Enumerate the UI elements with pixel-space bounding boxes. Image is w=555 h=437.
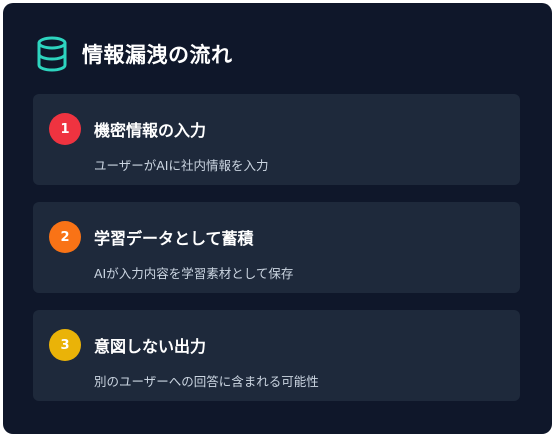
step-card-2: 2 学習データとして蓄積 AIが入力内容を学習素材として保存 — [33, 202, 520, 293]
step-description: ユーザーがAIに社内情報を入力 — [94, 158, 269, 173]
panel-title: 情報漏洩の流れ — [82, 43, 233, 67]
step-title: 機密情報の入力 — [94, 121, 207, 140]
database-icon — [35, 36, 69, 72]
step-title: 意図しない出力 — [94, 337, 207, 356]
panel-header: 情報漏洩の流れ — [33, 35, 522, 73]
step-number-badge: 3 — [49, 329, 81, 361]
step-number-badge: 2 — [49, 221, 81, 253]
step-title: 学習データとして蓄積 — [94, 229, 254, 248]
step-description: 別のユーザーへの回答に含まれる可能性 — [94, 374, 319, 389]
info-leak-panel: 情報漏洩の流れ 1 機密情報の入力 ユーザーがAIに社内情報を入力 2 学習デー… — [3, 3, 552, 434]
step-card-1: 1 機密情報の入力 ユーザーがAIに社内情報を入力 — [33, 94, 520, 185]
step-number-badge: 1 — [49, 113, 81, 145]
step-card-3: 3 意図しない出力 別のユーザーへの回答に含まれる可能性 — [33, 310, 520, 401]
step-description: AIが入力内容を学習素材として保存 — [94, 266, 294, 281]
step-list: 1 機密情報の入力 ユーザーがAIに社内情報を入力 2 学習データとして蓄積 A… — [33, 94, 522, 401]
